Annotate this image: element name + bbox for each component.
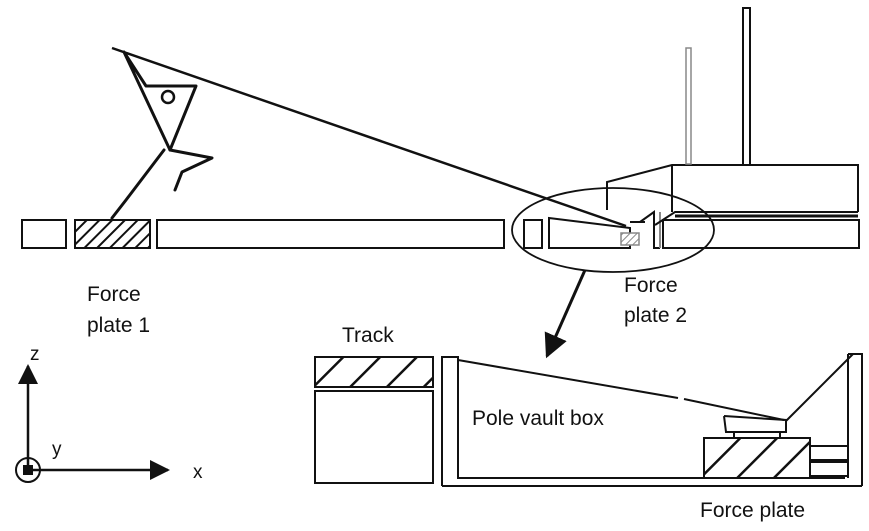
- track-label: Track: [342, 324, 394, 347]
- zoom-ellipse: [511, 187, 715, 273]
- force-plate-2-label-line1: Force: [624, 274, 678, 297]
- y-axis-label: y: [52, 439, 62, 460]
- z-axis-label: z: [30, 344, 40, 365]
- force-plate-1-label-line1: Force: [87, 283, 141, 306]
- force-plate-2-label-line2: plate 2: [624, 304, 687, 327]
- force-plate-2-small: [620, 210, 661, 249]
- coordinate-axes: [15, 364, 170, 483]
- athlete-figure: [110, 50, 214, 220]
- runway-segment-pre-box: [523, 219, 543, 249]
- force-plate-1-label-line2: plate 1: [87, 314, 150, 337]
- pole-vault-box-label: Pole vault box: [472, 407, 604, 430]
- landing-mat-base: [654, 211, 858, 226]
- force-plate-label: Force plate: [700, 499, 805, 522]
- detail-force-plate: [703, 437, 811, 479]
- athlete-front-leg: [168, 148, 214, 192]
- box-back-wall: [848, 353, 863, 486]
- detail-pole-vault-box: [441, 353, 863, 487]
- vaulting-pole: [111, 46, 627, 228]
- landing-area: [606, 7, 859, 226]
- runway: [21, 216, 860, 249]
- upright-right: [742, 7, 751, 166]
- runway-segment-main: [156, 219, 505, 249]
- landing-mat: [606, 164, 859, 212]
- box-stop-plate: [723, 415, 787, 433]
- athlete-rear-leg: [110, 148, 166, 220]
- pole-vault-box-small: [548, 216, 631, 249]
- runway-segment-start: [21, 219, 67, 249]
- y-axis-origin: [15, 457, 41, 483]
- upright-left: [685, 47, 692, 165]
- detail-track: [314, 356, 434, 484]
- x-axis-label: x: [193, 462, 203, 483]
- athlete-head: [160, 89, 176, 105]
- force-plate-1-hatched: [74, 219, 151, 249]
- runway-segment-end: [662, 219, 860, 249]
- zoom-arrow: [544, 269, 587, 359]
